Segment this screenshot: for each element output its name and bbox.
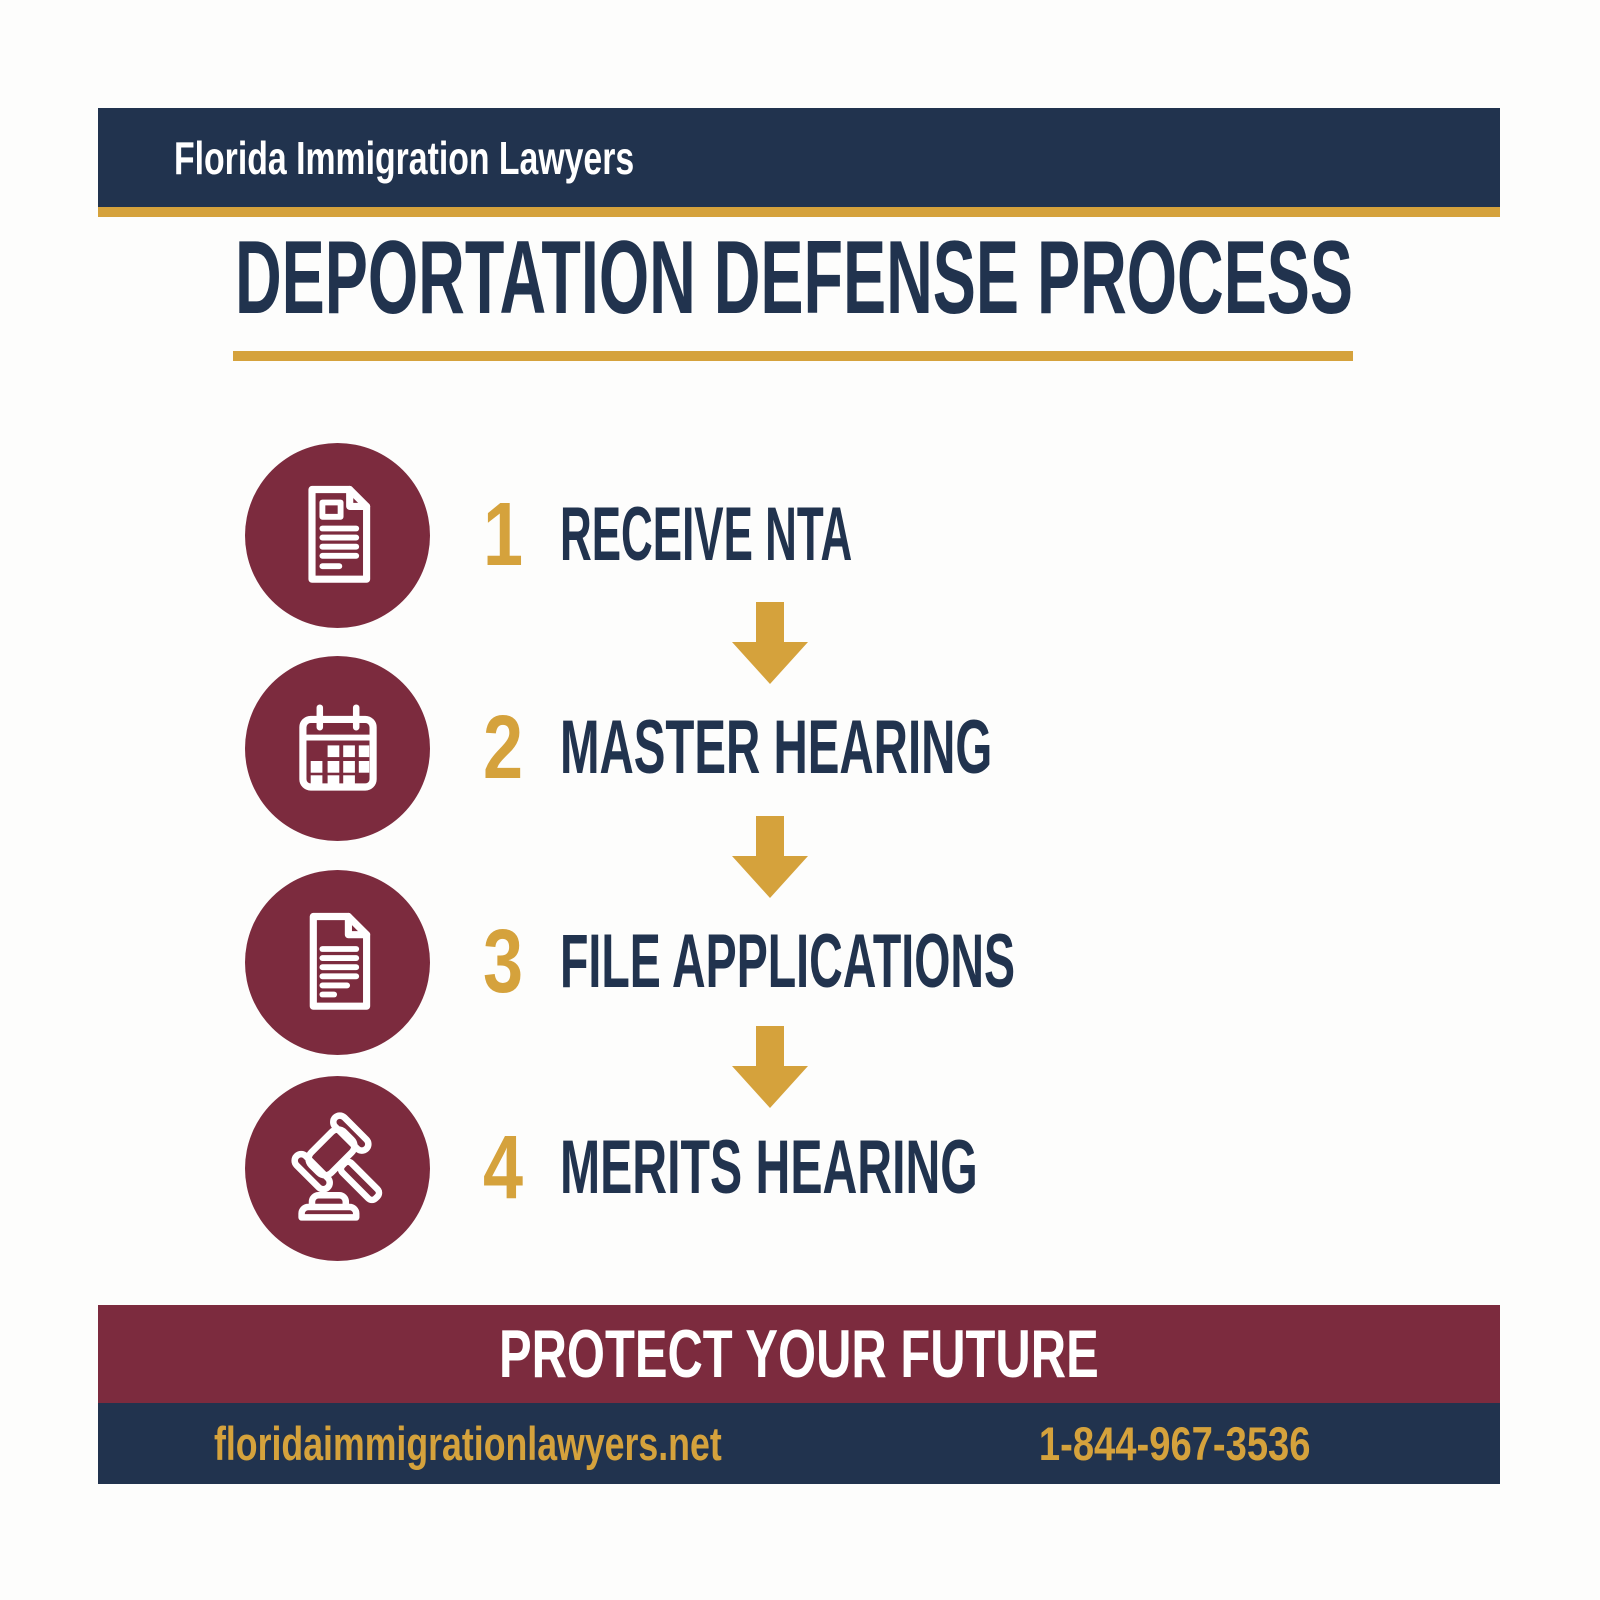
brand-name: Florida Immigration Lawyers — [174, 131, 800, 185]
step-3-icon-circle — [245, 869, 430, 1055]
step-3-label: FILE APPLICATIONS — [560, 924, 1303, 1000]
tagline-bar: PROTECT YOUR FUTURE — [98, 1305, 1500, 1403]
step-3-number: 3 — [460, 917, 546, 1007]
step-4-icon-circle — [245, 1075, 430, 1261]
page-title: DEPORTATION DEFENSE PROCESS — [235, 226, 1600, 330]
step-row-2: 2 MASTER HEARING — [245, 655, 1252, 841]
step-3-number-text: 3 — [482, 912, 524, 1012]
step-2-icon-circle — [245, 655, 430, 841]
step-row-3: 3 FILE APPLICATIONS — [245, 869, 1303, 1055]
step-1-number: 1 — [460, 490, 546, 580]
document-form-icon — [307, 485, 370, 583]
brand-name-text: Florida Immigration Lawyers — [174, 131, 635, 184]
contact-bar: floridaimmigrationlawyers.net 1-844-967-… — [98, 1403, 1500, 1484]
step-4-label-text: MERITS HEARING — [560, 1125, 978, 1210]
down-arrow-icon — [732, 1026, 808, 1108]
website-text: floridaimmigrationlawyers.net — [214, 1417, 722, 1470]
down-arrow-icon — [732, 602, 808, 684]
step-3-label-text: FILE APPLICATIONS — [560, 919, 1016, 1004]
step-1-label: RECEIVE NTA — [560, 497, 1065, 573]
document-icon — [309, 912, 370, 1010]
step-1-label-text: RECEIVE NTA — [560, 492, 853, 577]
step-2-number-text: 2 — [482, 698, 524, 798]
step-4-number: 4 — [460, 1123, 546, 1213]
title-underline — [233, 351, 1353, 361]
down-arrow-icon — [732, 816, 808, 898]
step-2-label: MASTER HEARING — [560, 710, 1252, 786]
gavel-icon — [290, 1112, 382, 1221]
step-2-label-text: MASTER HEARING — [560, 705, 993, 790]
step-4-number-text: 4 — [482, 1118, 524, 1218]
step-1-icon-circle — [245, 442, 430, 628]
step-row-1: 1 RECEIVE NTA — [245, 442, 1065, 628]
page-title-text: DEPORTATION DEFENSE PROCESS — [235, 220, 1354, 336]
step-4-label: MERITS HEARING — [560, 1130, 1219, 1206]
step-1-number-text: 1 — [482, 485, 524, 585]
tagline-text: PROTECT YOUR FUTURE — [499, 1316, 1099, 1392]
header-bar: Florida Immigration Lawyers — [98, 108, 1500, 217]
step-row-4: 4 MERITS HEARING — [245, 1075, 1219, 1261]
calendar-icon — [298, 704, 377, 791]
phone-number-text: 1-844-967-3536 — [1038, 1417, 1310, 1470]
step-2-number: 2 — [460, 703, 546, 793]
